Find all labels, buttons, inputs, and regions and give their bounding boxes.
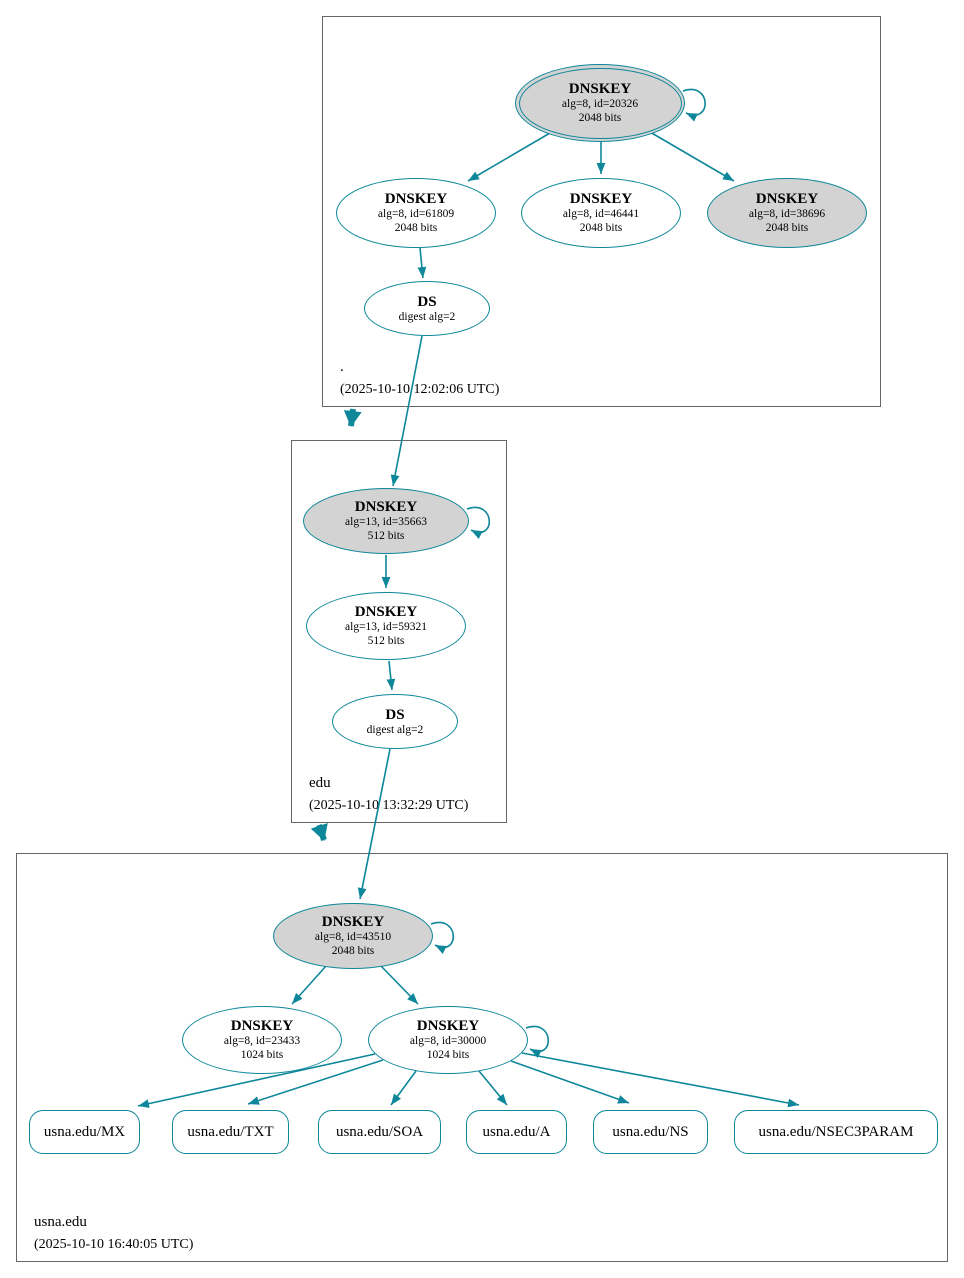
node-detail: 2048 bits xyxy=(765,222,809,234)
node-detail: 2048 bits xyxy=(578,112,622,124)
dnskey-usna-ksk-43510: DNSKEY alg=8, id=43510 2048 bits xyxy=(273,903,433,969)
node-detail: alg=8, id=38696 xyxy=(748,208,826,221)
node-detail: 1024 bits xyxy=(426,1049,470,1061)
node-title: DNSKEY xyxy=(569,191,633,208)
node-title: DNSKEY xyxy=(384,191,448,208)
zone-box-usna-edu: usna.edu (2025-10-10 16:40:05 UTC) xyxy=(16,853,948,1262)
node-detail: 2048 bits xyxy=(394,222,438,234)
zone-label-edu: edu xyxy=(309,775,331,791)
node-title: DNSKEY xyxy=(755,191,819,208)
node-title: DNSKEY xyxy=(230,1018,294,1035)
edge-edu-zone-to-usna-zone xyxy=(310,822,328,841)
rrset-label: usna.edu/SOA xyxy=(335,1123,424,1140)
node-detail: alg=8, id=46441 xyxy=(562,208,640,221)
rrset-usna-edu-a: usna.edu/A xyxy=(466,1110,567,1154)
ds-root-for-edu: DS digest alg=2 xyxy=(364,281,490,336)
dnskey-root-38696: DNSKEY alg=8, id=38696 2048 bits xyxy=(707,178,867,248)
node-detail: alg=13, id=35663 xyxy=(345,516,427,529)
rrset-label: usna.edu/NS xyxy=(612,1123,689,1140)
node-detail: digest alg=2 xyxy=(398,310,456,323)
rrset-label: usna.edu/A xyxy=(482,1123,551,1140)
node-detail: 1024 bits xyxy=(240,1049,284,1061)
node-detail: 512 bits xyxy=(367,530,405,542)
ds-edu-for-usna: DS digest alg=2 xyxy=(332,694,458,749)
rrset-label: usna.edu/MX xyxy=(43,1123,126,1140)
node-detail: alg=8, id=61809 xyxy=(377,208,455,221)
zone-timestamp-usna-edu: (2025-10-10 16:40:05 UTC) xyxy=(34,1237,194,1252)
rrset-usna-edu-nsec3param: usna.edu/NSEC3PARAM xyxy=(734,1110,938,1154)
dnskey-usna-23433: DNSKEY alg=8, id=23433 1024 bits xyxy=(182,1006,342,1074)
edge-root-zone-to-edu-zone xyxy=(343,408,362,427)
rrset-usna-edu-ns: usna.edu/NS xyxy=(593,1110,708,1154)
rrset-usna-edu-soa: usna.edu/SOA xyxy=(318,1110,441,1154)
node-detail: digest alg=2 xyxy=(366,723,424,736)
node-title: DNSKEY xyxy=(416,1018,480,1035)
dnskey-root-ksk-20326: DNSKEY alg=8, id=20326 2048 bits xyxy=(515,64,685,142)
node-title: DS xyxy=(385,706,405,723)
node-title: DNSKEY xyxy=(354,604,418,621)
dnskey-edu-59321: DNSKEY alg=13, id=59321 512 bits xyxy=(306,592,466,660)
rrset-usna-edu-txt: usna.edu/TXT xyxy=(172,1110,289,1154)
node-detail: 512 bits xyxy=(367,635,405,647)
node-title: DS xyxy=(417,293,437,310)
dnskey-root-46441: DNSKEY alg=8, id=46441 2048 bits xyxy=(521,178,681,248)
node-detail: 2048 bits xyxy=(331,945,375,957)
zone-timestamp-root: (2025-10-10 12:02:06 UTC) xyxy=(340,382,500,397)
zone-label-root: . xyxy=(340,359,344,375)
rrset-label: usna.edu/NSEC3PARAM xyxy=(758,1123,914,1140)
rrset-label: usna.edu/TXT xyxy=(187,1123,274,1140)
zone-timestamp-edu: (2025-10-10 13:32:29 UTC) xyxy=(309,798,469,813)
rrset-usna-edu-mx: usna.edu/MX xyxy=(29,1110,140,1154)
node-title: DNSKEY xyxy=(568,81,632,98)
node-detail: 2048 bits xyxy=(579,222,623,234)
node-detail: alg=8, id=20326 xyxy=(561,98,639,111)
dnskey-usna-30000: DNSKEY alg=8, id=30000 1024 bits xyxy=(368,1006,528,1074)
node-title: DNSKEY xyxy=(354,499,418,516)
node-detail: alg=13, id=59321 xyxy=(345,621,427,634)
node-title: DNSKEY xyxy=(321,914,385,931)
zone-label-usna-edu: usna.edu xyxy=(34,1214,87,1230)
dnskey-root-61809: DNSKEY alg=8, id=61809 2048 bits xyxy=(336,178,496,248)
dnskey-edu-ksk-35663: DNSKEY alg=13, id=35663 512 bits xyxy=(303,488,469,554)
node-detail: alg=8, id=23433 xyxy=(223,1035,301,1048)
node-detail: alg=8, id=30000 xyxy=(409,1035,487,1048)
node-detail: alg=8, id=43510 xyxy=(314,931,392,944)
